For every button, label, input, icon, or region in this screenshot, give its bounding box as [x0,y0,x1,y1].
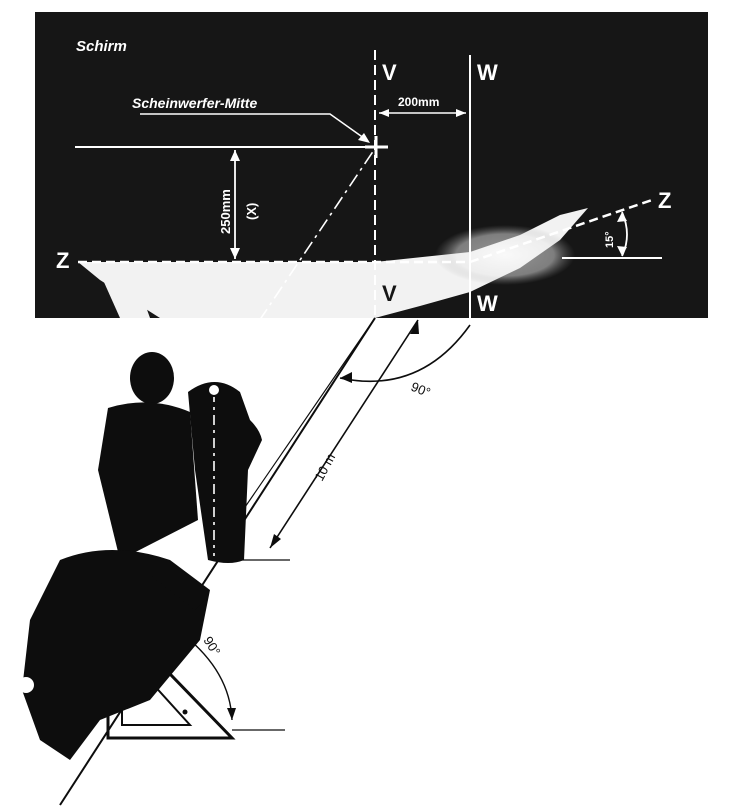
marker-v-bottom: V [382,281,397,306]
dimension-200mm-label: 200mm [398,95,439,109]
beam-wedge [95,262,150,318]
marker-z-left: Z [56,248,69,273]
dimension-250mm-label: 250mm [218,189,233,234]
ground-diagram: 10 m 90° 90° [18,317,471,806]
distance-arrow-top [410,320,419,334]
right-angle-arc-top [339,324,471,383]
dimension-x-label: (X) [244,203,259,220]
sight-line-dashdot [213,149,375,389]
angle-15-marker [562,211,662,259]
motorcycle-rider-silhouette [18,352,262,760]
marker-w-bottom: W [477,291,498,316]
distance-line-inner [269,319,419,549]
right-angle-arc-bottom-arrow [227,708,236,720]
dimension-250mm [230,150,240,259]
screen: Schirm Scheinwerfer-Mitte V W 200mm 250m… [35,12,708,389]
cutoff-line-zz [78,197,656,264]
distance-arrow-bottom [270,534,281,548]
angle-15-label: 15° [604,231,616,248]
headlight-center-label: Scheinwerfer-Mitte [132,95,257,111]
right-angle-top-label: 90° [409,379,433,400]
marker-w-top: W [477,60,498,85]
screen-title: Schirm [76,38,127,55]
marker-v-top: V [382,60,397,85]
distance-label: 10 m [311,451,338,484]
headlight-center-cross [365,136,388,158]
right-angle-arc-top-arrow [340,372,352,383]
marker-z-right: Z [658,188,671,213]
headlight-center-leader [140,113,369,142]
dimension-200mm [379,109,466,117]
headlight-center-leader-arrow [358,133,370,143]
